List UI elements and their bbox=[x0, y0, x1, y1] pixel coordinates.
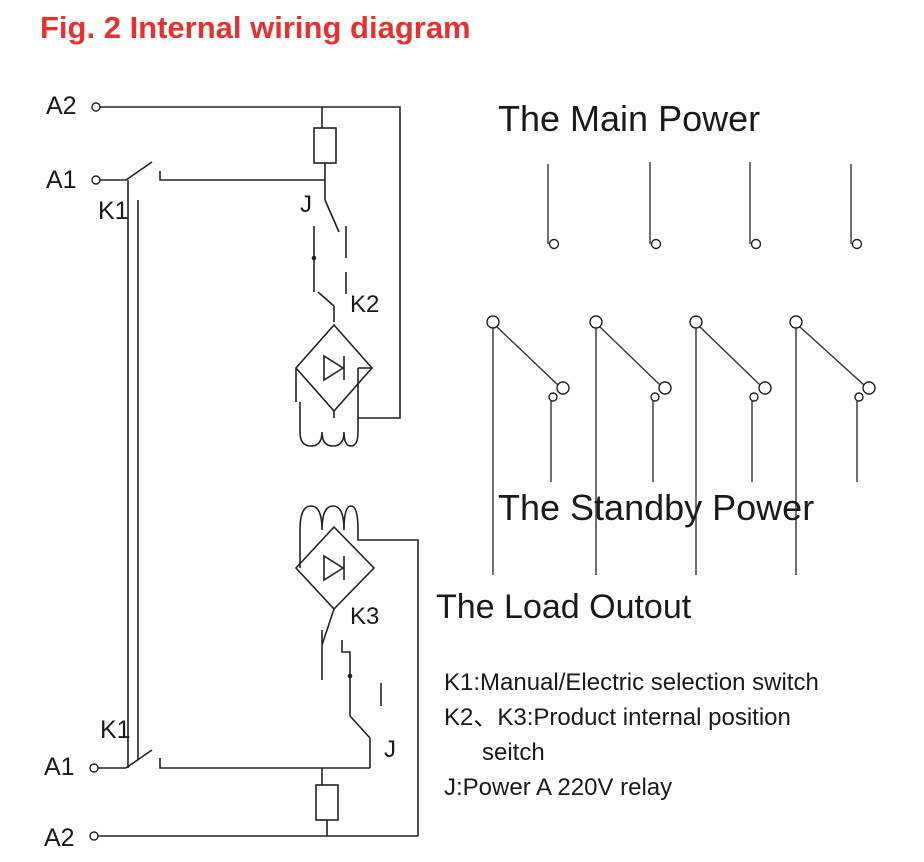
pole-3-blade bbox=[699, 326, 761, 386]
transfer-switches bbox=[486, 315, 876, 575]
pole-3-node bbox=[749, 392, 759, 402]
wire-bridge-top-sides bbox=[295, 367, 372, 418]
relay-coil-top bbox=[313, 127, 337, 164]
relay-coil-bottom bbox=[315, 784, 339, 821]
wire-k1-bottom-to-coil bbox=[159, 758, 370, 785]
main-power-contacts bbox=[547, 162, 863, 250]
label-load-output: The Load Outout bbox=[436, 588, 692, 626]
node-k3 bbox=[347, 673, 353, 679]
label-main-power: The Main Power bbox=[498, 98, 760, 139]
diode-bottom-icon bbox=[323, 554, 345, 582]
pole-2-blade bbox=[599, 326, 661, 386]
diode-top-icon bbox=[323, 354, 345, 382]
switch-k1-bottom-label: K1 bbox=[100, 716, 131, 744]
pole-1-pivot bbox=[486, 315, 500, 329]
switch-k2-label: K2 bbox=[350, 291, 379, 318]
pole-1-node bbox=[548, 392, 558, 402]
switch-k1-top-label: K1 bbox=[98, 197, 129, 225]
main-contact-3-terminal bbox=[750, 238, 762, 250]
legend: K1:Manual/Electric selection switch K2、K… bbox=[444, 669, 819, 801]
wire-k1-top-to-j bbox=[159, 171, 325, 181]
terminal-a2-top-label: A2 bbox=[46, 92, 77, 120]
pole-2-node bbox=[650, 392, 660, 402]
main-contact-2-terminal bbox=[650, 238, 662, 250]
relay-j-top-label: J bbox=[300, 191, 312, 218]
wire-a2-top-bus bbox=[100, 106, 401, 419]
legend-k2-k3-line1: K2、K3:Product internal position bbox=[444, 704, 791, 731]
switch-k1-bottom-blade bbox=[125, 749, 153, 769]
terminal-a1-bottom bbox=[89, 763, 99, 773]
contact-k3-blade bbox=[321, 608, 335, 646]
pole-4-pivot bbox=[789, 315, 803, 329]
pole-1-contact bbox=[556, 381, 570, 395]
pole-4-blade bbox=[799, 326, 865, 386]
switch-k1-top-blade bbox=[125, 161, 153, 181]
contact-k2-blade bbox=[317, 291, 335, 307]
transformer-winding-bottom bbox=[299, 505, 359, 531]
contact-j-bottom-blade bbox=[349, 715, 371, 739]
switch-k3-label: K3 bbox=[350, 603, 379, 630]
wire-bridge-bottom-sides bbox=[299, 530, 419, 836]
terminal-a2-bottom bbox=[89, 831, 99, 841]
main-contact-4-terminal bbox=[851, 238, 863, 250]
terminal-a1-top-label: A1 bbox=[46, 166, 77, 194]
pole-2-contact bbox=[658, 381, 672, 395]
main-contact-1-terminal bbox=[548, 238, 560, 250]
legend-k1: K1:Manual/Electric selection switch bbox=[444, 669, 819, 696]
pole-4-contact bbox=[862, 381, 876, 395]
wire-bridge-top-bottom bbox=[299, 402, 359, 432]
pole-4-node bbox=[854, 392, 864, 402]
pole-3-contact bbox=[758, 381, 772, 395]
power-switch-section: The Main Power The Standby Power The Loa… bbox=[436, 98, 876, 626]
wire-a2-bottom-bus bbox=[98, 820, 418, 837]
relay-j-bottom-label: J bbox=[384, 736, 396, 763]
pole-2-pivot bbox=[589, 315, 603, 329]
pole-3-pivot bbox=[689, 315, 703, 329]
contact-j-top-blade bbox=[324, 199, 340, 233]
figure-title: Fig. 2 Internal wiring diagram bbox=[40, 10, 471, 45]
terminal-a2-bottom-label: A2 bbox=[44, 824, 75, 852]
label-standby-power: The Standby Power bbox=[498, 487, 814, 528]
legend-k2-k3-line2: seitch bbox=[482, 739, 545, 766]
control-circuit: A2 A1 A1 A2 K1 J K2 bbox=[44, 92, 419, 852]
wire-k3-right bbox=[341, 640, 351, 716]
pole-1-blade bbox=[496, 326, 559, 386]
node-j-top bbox=[311, 255, 317, 261]
terminal-a1-bottom-label: A1 bbox=[44, 753, 75, 781]
transformer-winding-top bbox=[299, 431, 359, 447]
terminal-a2-top bbox=[91, 102, 101, 112]
legend-j: J:Power A 220V relay bbox=[444, 774, 672, 801]
terminal-a1-top bbox=[91, 175, 101, 185]
